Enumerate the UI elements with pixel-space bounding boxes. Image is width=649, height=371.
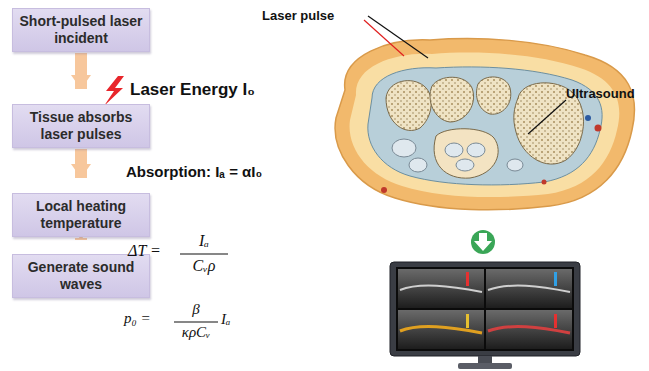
formula-text: ΔT = <box>128 242 161 260</box>
lightning-icon <box>104 76 124 106</box>
process-box: Tissue absorbs laser pulses <box>12 104 150 148</box>
box-text: Short-pulsed laser incident <box>19 13 143 47</box>
leader-line <box>364 20 404 56</box>
flow-arrow <box>75 149 87 178</box>
formula-text: κρCᵥ <box>174 324 218 341</box>
flow-arrow <box>75 53 87 89</box>
box-text: Local heating temperature <box>19 198 143 232</box>
process-box: Generate sound waves <box>12 254 150 298</box>
formula-text: β <box>174 301 218 318</box>
box-text: Tissue absorbs laser pulses <box>19 109 143 143</box>
formula-text: Iₐ <box>180 232 228 250</box>
fraction-bar <box>174 321 218 322</box>
fraction-bar <box>180 253 228 254</box>
process-box: Short-pulsed laser incident <box>12 8 150 52</box>
formula-text: Laser Energy I₀ <box>130 80 255 100</box>
callout-label: Laser pulse <box>262 8 334 23</box>
callout-label: Ultrasound <box>566 86 635 101</box>
leader-line <box>368 16 428 58</box>
leader-line <box>528 100 566 134</box>
formula-text: p₀ = <box>124 310 151 327</box>
formula-text: Iₐ <box>221 311 230 328</box>
formula-text: Cᵥρ <box>180 257 228 275</box>
flow-arrow <box>75 238 87 240</box>
formula-text: Absorption: Iₐ = αI₀ <box>126 163 262 180</box>
box-text: Generate sound waves <box>19 259 143 293</box>
process-box: Local heating temperature <box>12 193 150 237</box>
monitor <box>390 262 580 369</box>
down-arrow-icon <box>471 230 495 254</box>
wrist-cross-section <box>335 39 634 210</box>
